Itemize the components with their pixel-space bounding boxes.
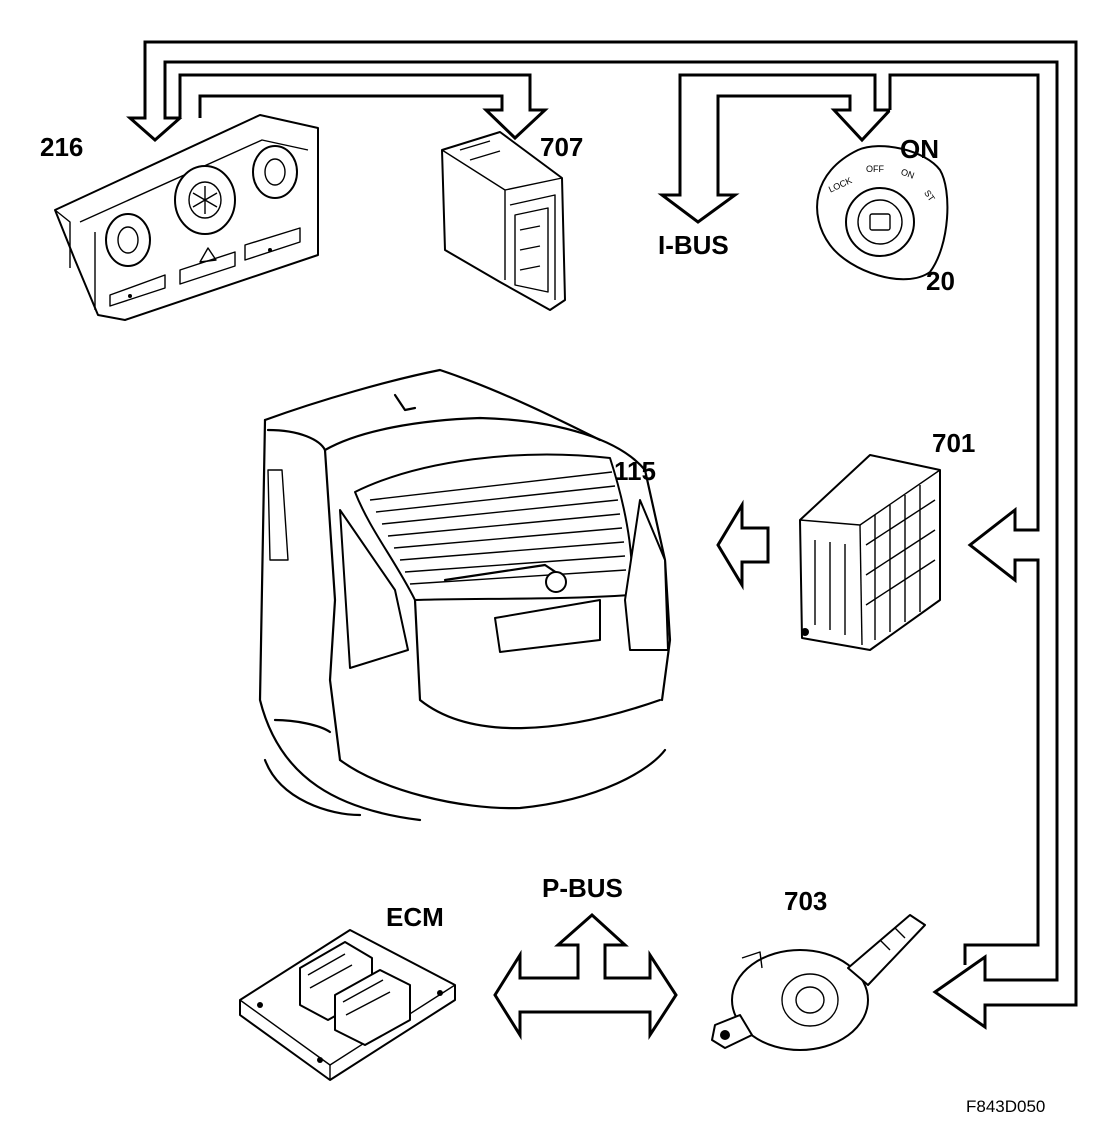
- car-rear-view: [258, 368, 672, 822]
- bus-lines: [126, 40, 1078, 1041]
- label-707: 707: [540, 132, 583, 162]
- ibus-to-ignition-and-701: [888, 73, 1040, 965]
- label-ignition-on: ON: [900, 134, 939, 164]
- label-ecm: ECM: [386, 902, 444, 932]
- arrow-701-to-tailgate: [716, 499, 770, 591]
- ignition-position-off: OFF: [866, 164, 884, 174]
- label-ibus: I-BUS: [658, 230, 729, 260]
- ignition-position-on: ON: [900, 167, 916, 181]
- label-216: 216: [40, 132, 83, 162]
- label-115: 115: [614, 456, 656, 486]
- label-20: 20: [926, 266, 955, 296]
- ibus-outer-loop: [126, 40, 1078, 1030]
- figure-code: F843D050: [966, 1097, 1045, 1116]
- labels: 216 707 I-BUS ON 20 115 701 P-BUS 703 EC…: [40, 132, 1045, 1116]
- window-defrost-lines: [369, 471, 627, 585]
- label-pbus: P-BUS: [542, 873, 623, 903]
- control-module-707: [441, 131, 566, 311]
- pbus-arrows: [493, 912, 678, 1041]
- label-701: 701: [932, 428, 975, 458]
- steering-column-module: [711, 914, 926, 1051]
- ibus-216-707-branch: [178, 73, 549, 141]
- ibus-main-drop: [657, 73, 894, 224]
- climate-control-panel: [54, 114, 319, 321]
- central-electronics-module: [799, 454, 941, 651]
- label-703: 703: [784, 886, 827, 916]
- ignition-switch: LOCK OFF ON ST: [816, 145, 949, 281]
- ecm-unit: [239, 929, 456, 1081]
